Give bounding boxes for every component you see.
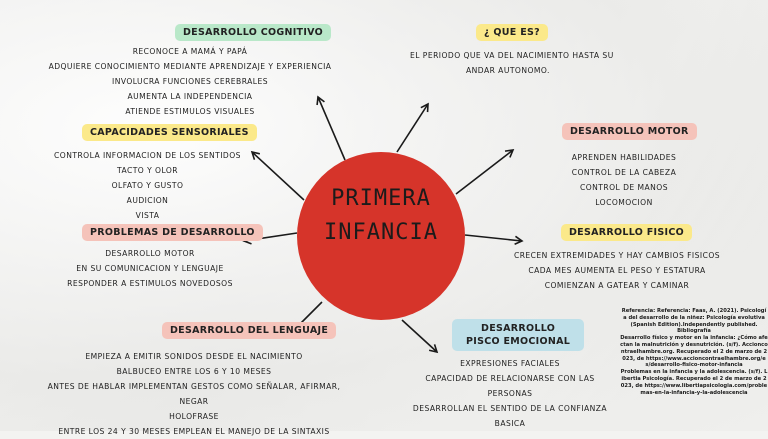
list-item: ANDAR AUTONOMO. xyxy=(466,66,550,75)
list-item: PERSONAS xyxy=(487,389,533,398)
references-block: Referencia: Referencia: Faas, A. (2021).… xyxy=(620,308,768,396)
reference-item: Desarrollo físico y motor en la infancia… xyxy=(620,335,768,369)
list-item: EN SU COMUNICACION Y LENGUAJE xyxy=(76,264,224,273)
motor-list: APRENDEN HABILIDADES CONTROL DE LA CABEZ… xyxy=(540,150,708,210)
arrow-motor xyxy=(455,149,515,195)
list-item: CONTROLA INFORMACION DE LOS SENTIDOS xyxy=(54,151,241,160)
label-desarrollo-psicoemocional: DESARROLLO PISCO EMOCIONAL xyxy=(452,319,585,351)
list-item: EL PERIODO QUE VA DEL NACIMIENTO HASTA S… xyxy=(410,51,614,60)
list-item: TACTO Y OLOR xyxy=(116,166,179,175)
list-item: DESARROLLO MOTOR xyxy=(105,249,195,258)
list-item: ANTES DE HABLAR IMPLEMENTAN GESTOS COMO … xyxy=(47,382,341,391)
list-item: AUMENTA LA INDEPENDENCIA xyxy=(127,92,253,101)
que-es-text: EL PERIODO QUE VA DEL NACIMIENTO HASTA S… xyxy=(410,48,640,78)
list-item: APRENDEN HABILIDADES xyxy=(571,153,677,162)
arrow-sensoriales xyxy=(250,150,305,201)
list-item: LOCOMOCION xyxy=(595,198,653,207)
central-title-line2: INFANCIA xyxy=(324,220,438,245)
list-item: EXPRESIONES FACIALES xyxy=(460,359,560,368)
list-item: RESPONDER A ESTIMULOS NOVEDOSOS xyxy=(67,279,233,288)
fisico-list: CRECEN EXTREMIDADES Y HAY CAMBIOS FISICO… xyxy=(505,248,729,293)
reference-item: Bibliografía xyxy=(677,328,711,335)
label-desarrollo-motor: DESARROLLO MOTOR xyxy=(562,123,697,140)
list-item: ATIENDE ESTIMULOS VISUALES xyxy=(125,107,255,116)
list-item: CONTROL DE MANOS xyxy=(580,183,668,192)
label-desarrollo-cognitivo: DESARROLLO COGNITIVO xyxy=(175,24,332,41)
sensoriales-list: CONTROLA INFORMACION DE LOS SENTIDOS TAC… xyxy=(50,148,245,223)
list-item: VISTA xyxy=(135,211,160,220)
list-item: COMIENZAN A GATEAR Y CAMINAR xyxy=(544,281,690,290)
list-item: ADQUIERE CONOCIMIENTO MEDIANTE APRENDIZA… xyxy=(48,62,332,71)
label-desarrollo-fisico: DESARROLLO FISICO xyxy=(561,224,692,241)
list-item: CADA MES AUMENTA EL PESO Y ESTATURA xyxy=(528,266,706,275)
cognitivo-list: RECONOCE A MAMÁ Y PAPÁ ADQUIERE CONOCIMI… xyxy=(30,44,350,119)
list-item: DESARROLLAN EL SENTIDO DE LA CONFIANZA xyxy=(412,404,608,413)
problemas-list: DESARROLLO MOTOR EN SU COMUNICACION Y LE… xyxy=(60,246,240,291)
psicoemocional-list: EXPRESIONES FACIALES CAPACIDAD DE RELACI… xyxy=(412,356,608,431)
list-item: BALBUCEO ENTRE LOS 6 Y 10 MESES xyxy=(116,367,272,376)
list-item: ENTRE LOS 24 Y 30 MESES EMPLEAN EL MANEJ… xyxy=(58,427,330,436)
central-title-line1: PRIMERA xyxy=(331,186,431,211)
list-item: CAPACIDAD DE RELACIONARSE CON LAS xyxy=(425,374,595,383)
label-problemas-de-desarrollo: PROBLEMAS DE DESARROLLO xyxy=(82,224,263,241)
list-item: AUDICION xyxy=(126,196,169,205)
list-item: EMPIEZA A EMITIR SONIDOS DESDE EL NACIMI… xyxy=(85,352,303,361)
label-desarrollo-del-lenguaje: DESARROLLO DEL LENGUAJE xyxy=(162,322,337,339)
list-item: RECONOCE A MAMÁ Y PAPÁ xyxy=(132,47,248,56)
list-item: BASICA xyxy=(494,419,526,428)
list-item: CRECEN EXTREMIDADES Y HAY CAMBIOS FISICO… xyxy=(513,251,721,260)
list-item: INVOLUCRA FUNCIONES CEREBRALES xyxy=(112,77,268,86)
list-item: OLFATO Y GUSTO xyxy=(111,181,184,190)
label-line1: DESARROLLO xyxy=(481,323,556,334)
central-topic-circle: PRIMERA INFANCIA xyxy=(297,152,465,320)
list-item: CONTROL DE LA CABEZA xyxy=(571,168,677,177)
label-que-es: ¿ QUE ES? xyxy=(476,24,548,41)
label-line2: PISCO EMOCIONAL xyxy=(466,336,571,347)
list-item: HOLOFRASE xyxy=(169,412,219,421)
lenguaje-list: EMPIEZA A EMITIR SONIDOS DESDE EL NACIMI… xyxy=(28,349,360,439)
arrow-que-es xyxy=(396,102,429,153)
reference-item: Problemas en la infancia y la adolescenc… xyxy=(620,369,768,396)
arrow-fisico xyxy=(464,234,524,245)
label-capacidades-sensoriales: CAPACIDADES SENSORIALES xyxy=(82,124,257,141)
reference-item: Referencia: Referencia: Faas, A. (2021).… xyxy=(621,308,767,328)
arrow-psicoemocional xyxy=(401,319,439,354)
arrow-cognitivo xyxy=(316,95,346,161)
list-item: NEGAR xyxy=(179,397,209,406)
